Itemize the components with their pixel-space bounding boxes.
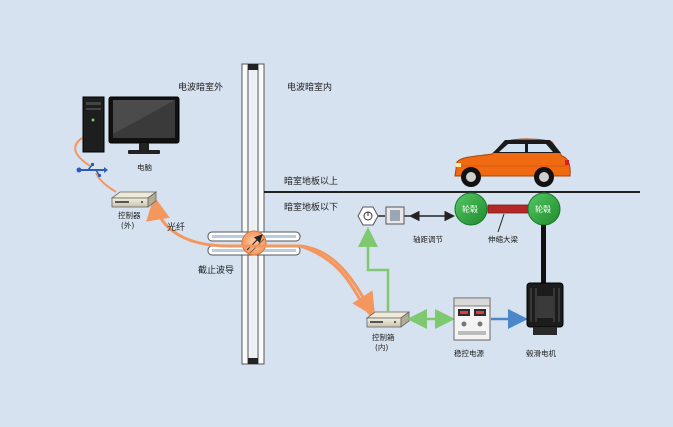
fiber-label: 光纤 <box>167 221 185 233</box>
telescopic-beam <box>487 204 529 214</box>
controller-outside-label-2: (外) <box>121 220 134 230</box>
telescopic-beam-pointer <box>497 213 505 233</box>
floor-above-label: 暗室地板以上 <box>284 175 338 187</box>
waveguide-icon <box>207 230 301 256</box>
controller-inside-label-2: (内) <box>375 342 388 352</box>
motor-icon <box>526 282 564 335</box>
control-line-to-sensor <box>358 227 390 312</box>
chamber-outside-label: 电波暗室外 <box>178 81 223 93</box>
waveguide-label: 截止波导 <box>198 264 234 276</box>
power-supply-icon <box>453 297 491 341</box>
fiber-cable-end <box>299 244 376 318</box>
chamber-inside-label: 电波暗室内 <box>287 81 332 93</box>
controller-outside-label-1: 控制器 <box>118 210 141 220</box>
computer-icon <box>82 96 180 154</box>
wheelbase-adjust-label: 轴距调节 <box>413 234 443 244</box>
usb-cable <box>74 137 91 167</box>
wheel-hub-label-1: 轮毂 <box>462 204 478 214</box>
car-icon <box>454 138 571 187</box>
motor-shaft <box>541 225 546 283</box>
controller-inside-label-1: 控制箱 <box>372 332 395 342</box>
usb-cable-down <box>95 172 117 193</box>
actuator-icon <box>385 206 410 225</box>
chamber-wall <box>241 63 265 365</box>
wheel-hub-label-2: 轮毂 <box>535 204 551 214</box>
usb-icon <box>76 163 108 178</box>
controller-box-icon <box>365 311 411 328</box>
sensor-icon <box>357 206 385 226</box>
wheel-hub-icon <box>454 192 488 226</box>
controller-box-icon <box>110 191 158 208</box>
power-supply-label: 稳控电源 <box>454 348 484 358</box>
hub-motor-label: 毂滑电机 <box>526 348 556 358</box>
floor-below-label: 暗室地板以下 <box>284 201 338 213</box>
computer-label: 电脑 <box>137 162 152 172</box>
telescopic-beam-label: 伸缩大梁 <box>488 234 518 244</box>
